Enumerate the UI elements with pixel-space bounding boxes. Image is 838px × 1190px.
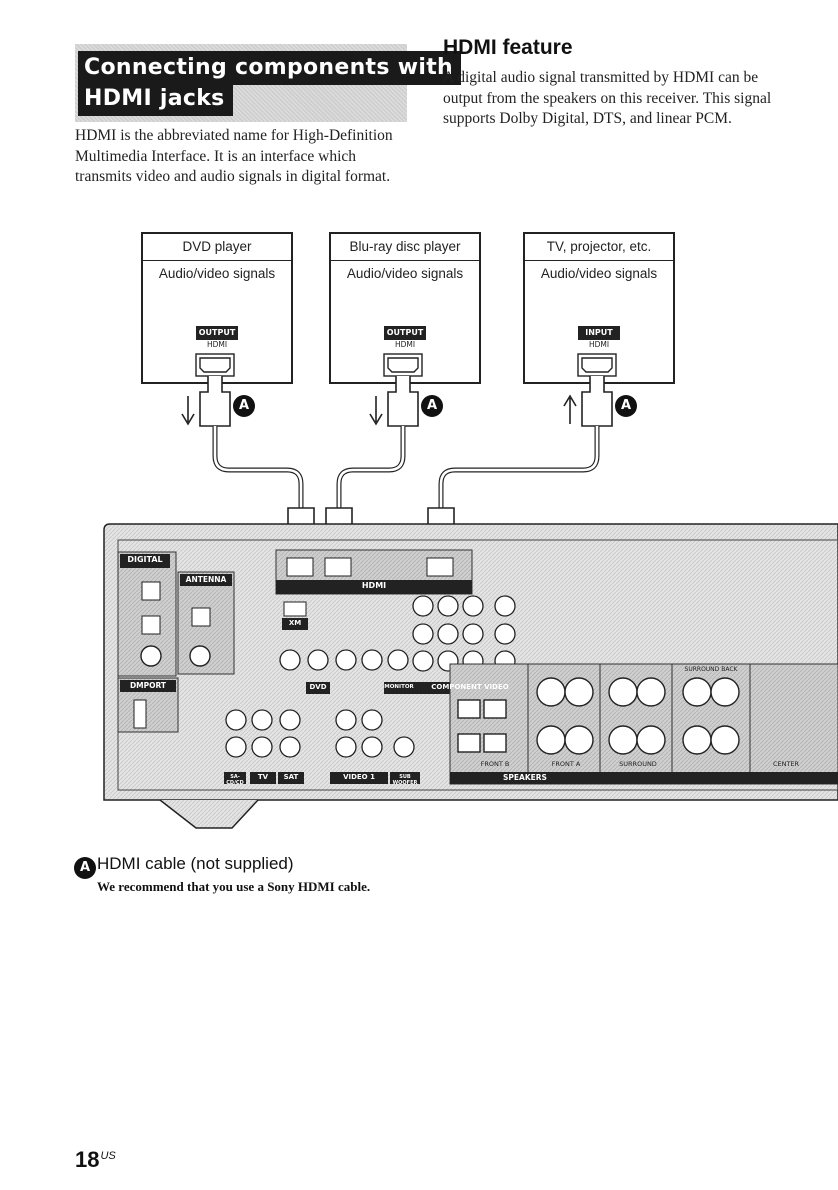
receiver-label-tv: TV [257, 773, 269, 781]
cable-marker-a: A [615, 395, 637, 417]
receiver-label-video1: VIDEO 1 [343, 773, 375, 781]
receiver-label-antenna: ANTENNA [185, 575, 227, 584]
port-sub-label: HDMI [588, 340, 610, 349]
device-signal: Audio/video signals [158, 266, 276, 281]
receiver-label-dvd: DVD [309, 683, 327, 691]
receiver-label-front-a: FRONT A [551, 760, 581, 768]
device-signal: Audio/video signals [346, 266, 464, 281]
device-name: DVD player [143, 234, 291, 261]
receiver-label-digital: DIGITAL [127, 555, 163, 564]
device-name: TV, projector, etc. [525, 234, 673, 261]
port-label: OUTPUT [196, 326, 238, 340]
page-number: 18US [75, 1147, 116, 1173]
device-hdmi-jacks [195, 353, 617, 377]
cable-marker-a: A [421, 395, 443, 417]
page-number-suffix: US [100, 1149, 116, 1162]
receiver-label-hdmi: HDMI [361, 581, 387, 590]
section-title-line-2: HDMI jacks [78, 82, 233, 116]
hdmi-feature-heading: HDMI feature [443, 36, 573, 59]
receiver-label-dmport: DMPORT [129, 681, 167, 690]
port-sub-label: HDMI [206, 340, 228, 349]
hdmi-feature-text: A digital audio signal transmitted by HD… [443, 69, 772, 127]
receiver-label-surround-back: SURROUND BACK [684, 666, 738, 673]
port-label: OUTPUT [384, 326, 426, 340]
legend-marker-a: A [74, 857, 96, 879]
receiver-label-sat: SAT [283, 773, 299, 781]
legend-cable-label: HDMI cable (not supplied) [97, 854, 294, 873]
port-sub-label: HDMI [394, 340, 416, 349]
receiver-label-surround: SURROUND [619, 760, 657, 768]
receiver-rear-panel [103, 523, 838, 829]
connection-diagram [103, 353, 838, 829]
receiver-label-front-b: FRONT B [480, 760, 510, 768]
device-name: Blu-ray disc player [331, 234, 479, 261]
receiver-label-xm: XM [288, 619, 302, 627]
device-signal: Audio/video signals [540, 266, 658, 281]
section-title-line-1: Connecting components with [78, 51, 461, 85]
legend-cable-note: We recommend that you use a Sony HDMI ca… [97, 879, 371, 894]
receiver-label-sacd-cd: SA-CD/CD [226, 774, 244, 786]
receiver-label-component-video: COMPONENT VIDEO [431, 683, 509, 691]
intro-paragraph: HDMI is the abbreviated name for High-De… [75, 127, 393, 185]
receiver-label-speakers: SPEAKERS [503, 773, 547, 782]
receiver-label-center: CENTER [772, 760, 800, 768]
port-label: INPUT [578, 326, 620, 340]
cable-marker-a: A [233, 395, 255, 417]
receiver-label-monitor: MONITOR [384, 684, 414, 690]
receiver-label-sub-woofer: SUB WOOFER [392, 774, 418, 786]
page-number-value: 18 [75, 1147, 100, 1172]
